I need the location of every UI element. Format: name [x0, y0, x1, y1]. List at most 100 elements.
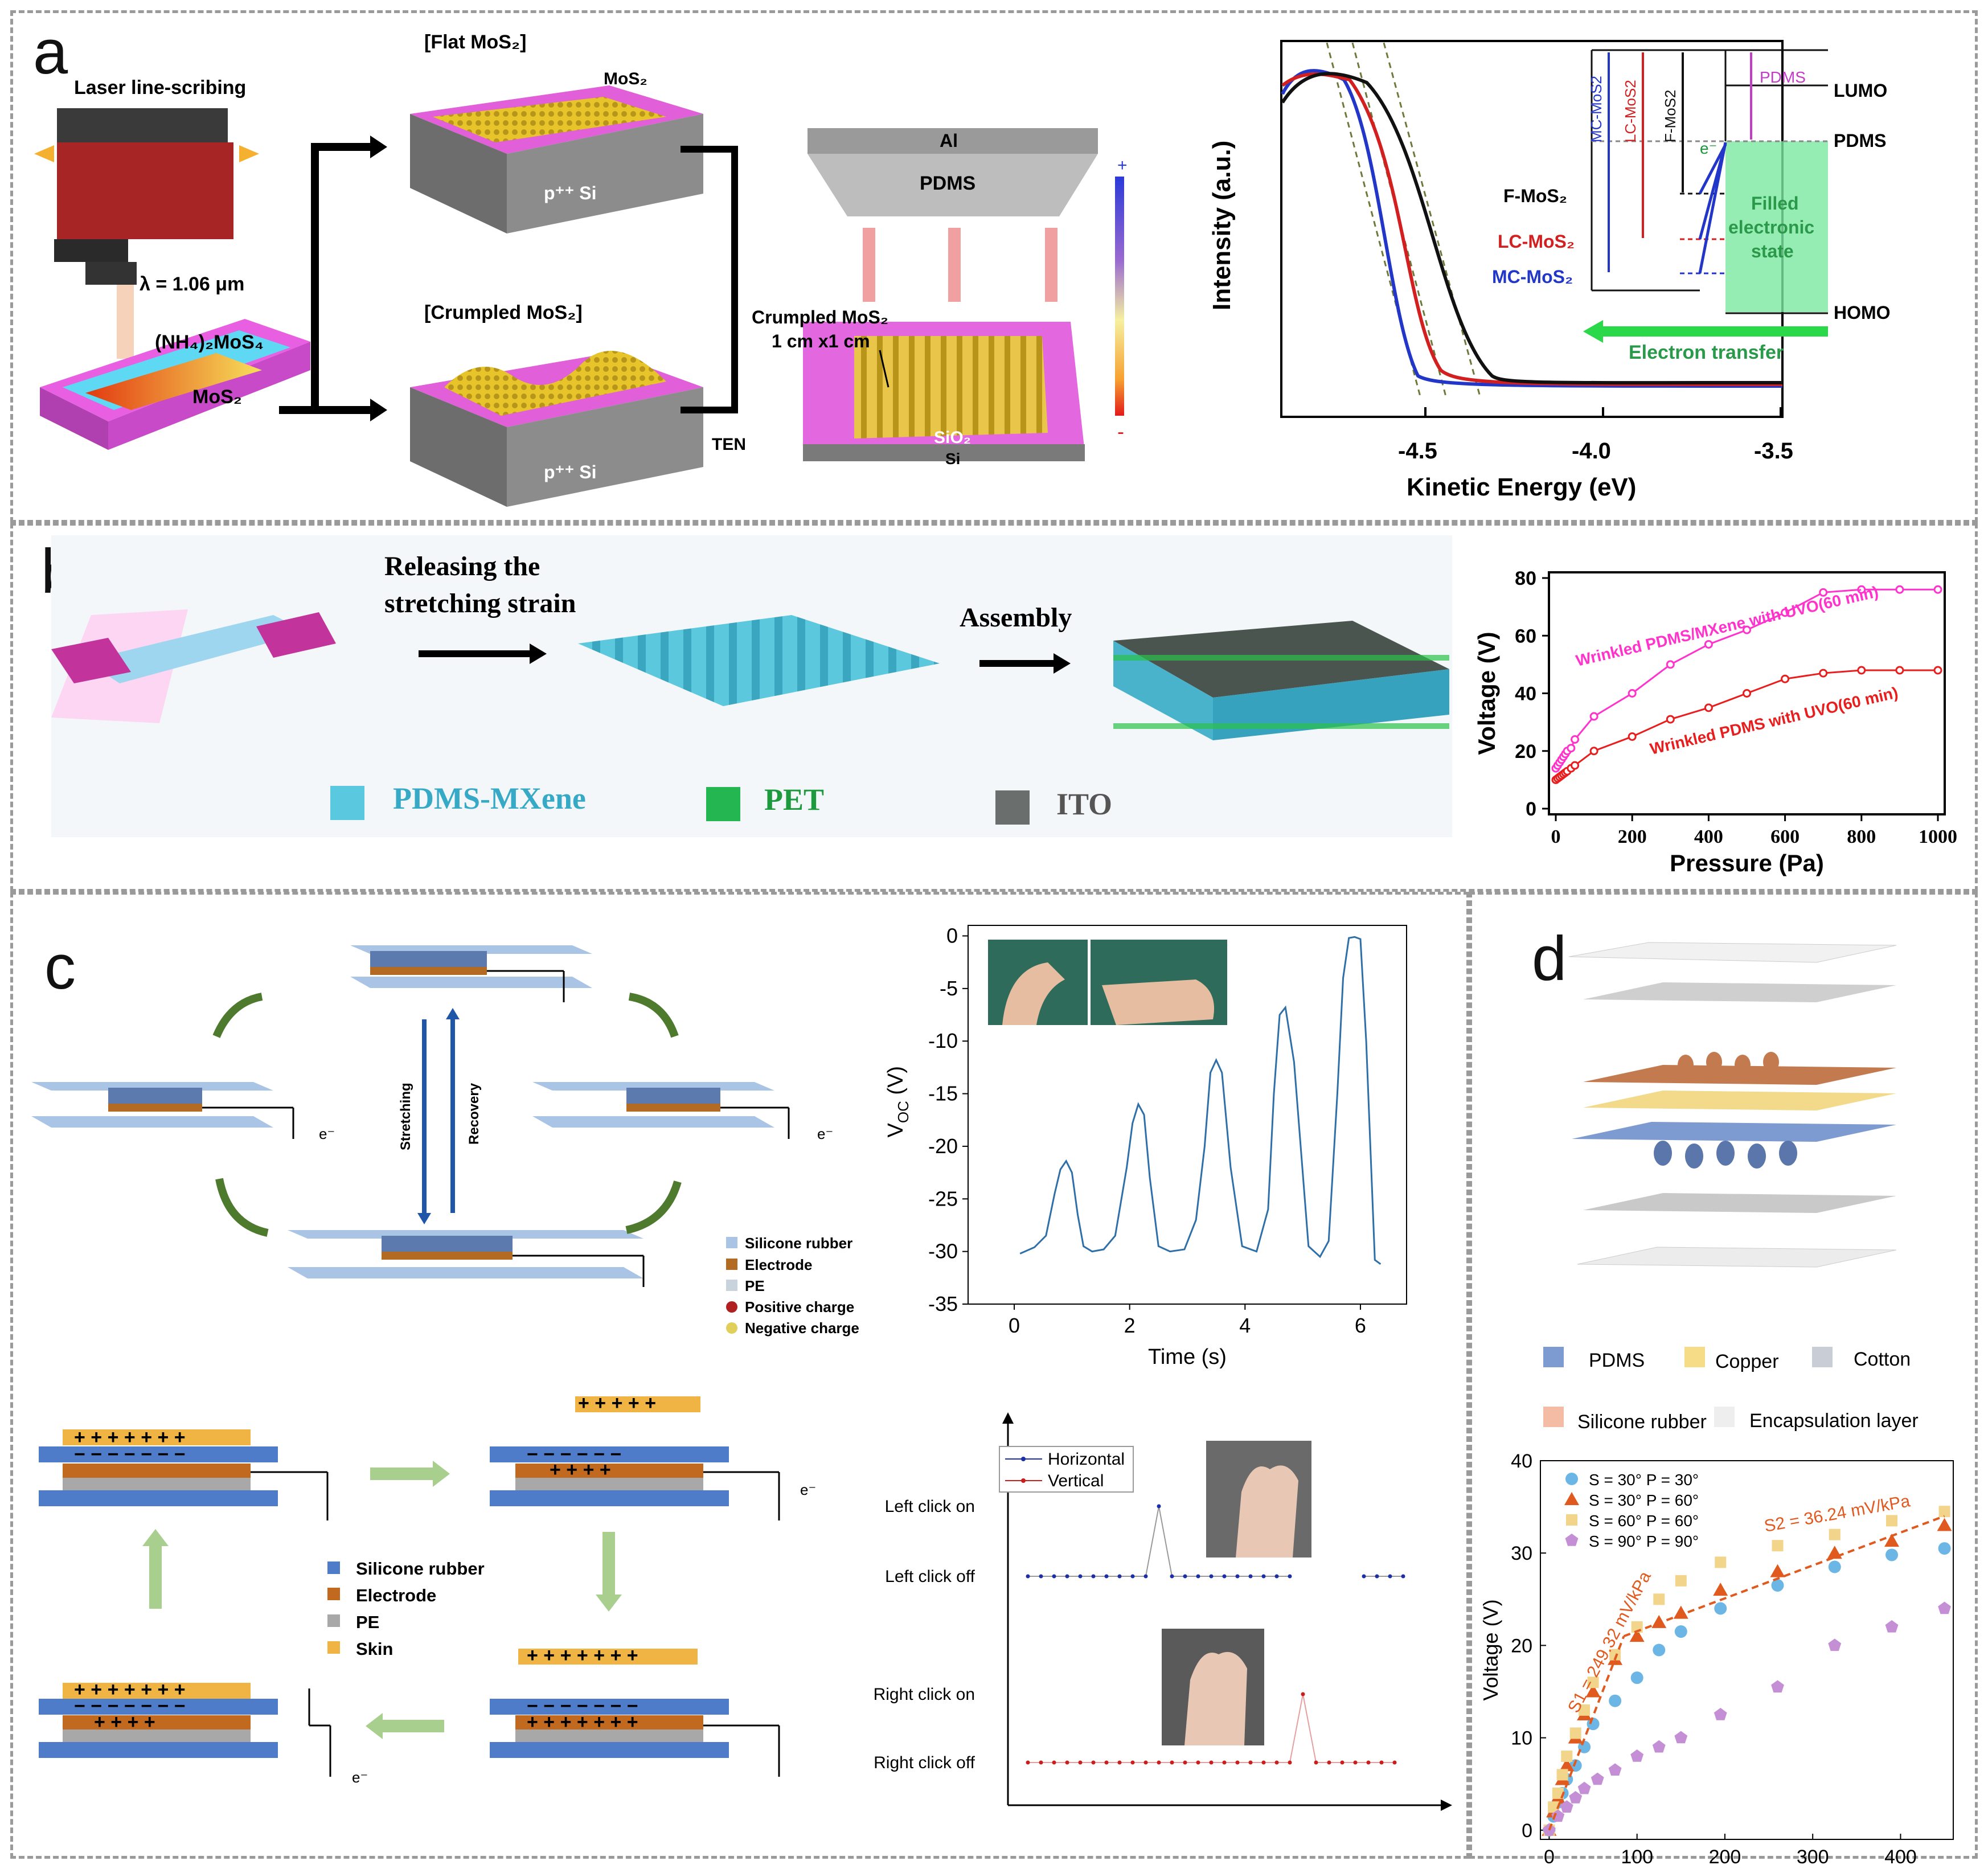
d-point-square: [1675, 1575, 1687, 1587]
legend-ito-swatch: [995, 790, 1030, 825]
sio2-label: SiO₂: [934, 428, 971, 447]
horizontal-point: [1091, 1574, 1096, 1579]
ten-label: TEN: [712, 435, 746, 454]
energy-diagram: MC-MoS2 LC-MoS2 F-MoS2 PDMS LUMO PDMS HO…: [1492, 49, 1891, 363]
vertical-point: [1078, 1760, 1083, 1765]
pdms-level-label: PDMS: [1834, 130, 1886, 151]
svg-text:− − − − − − −: − − − − − − −: [74, 1695, 186, 1717]
d-point-pentagon: [1577, 1781, 1591, 1794]
b-xtick-label: 1000: [1919, 826, 1957, 847]
horizontal-point: [1388, 1574, 1392, 1579]
d-chart-frame: [1540, 1460, 1954, 1840]
wrinkled-film: [578, 615, 940, 706]
arrow-left-icon: [34, 145, 54, 162]
panel-b-schematic: Releasing the stretching strain Assembly…: [51, 535, 1452, 837]
e-minus-label: e⁻: [1700, 140, 1717, 157]
horizontal-point: [1170, 1574, 1174, 1579]
vertical-point: [1052, 1760, 1056, 1765]
d-point-square: [1587, 1677, 1599, 1688]
b-series-label-1: Wrinkled PDMS/MXene with UVO(60 min): [1574, 583, 1880, 670]
d-point-triangle: [1585, 1684, 1601, 1698]
d-xtick-label: 100: [1621, 1846, 1653, 1868]
b-ytick-label: 20: [1515, 741, 1536, 763]
d-point-circle: [1609, 1694, 1622, 1707]
d-point-circle: [1885, 1548, 1899, 1561]
d-point-square: [1556, 1769, 1568, 1781]
d-point-square: [1715, 1556, 1727, 1568]
vertical-point: [1104, 1760, 1109, 1765]
d-xtick-label: 0: [1544, 1846, 1555, 1868]
click-row-label: Left click on: [885, 1497, 975, 1516]
d-point-circle: [1653, 1643, 1666, 1657]
mos2-label: MoS₂: [192, 386, 242, 408]
d-point-square: [1653, 1593, 1665, 1605]
legend-c2-silicone: Silicone rubber: [356, 1559, 485, 1579]
horizontal-point: [1143, 1574, 1148, 1579]
panel-a-ten-device: Al PDMS Crumpled MoS₂ 1 cm x1 cm SiO₂ Si…: [752, 128, 1128, 468]
click-legend-h: Horizontal: [1048, 1450, 1125, 1469]
b-xlabel: Pressure (Pa): [1670, 850, 1824, 876]
d-point-pentagon: [1652, 1740, 1666, 1753]
legend-c2-skin: Skin: [356, 1639, 393, 1659]
vertical-point: [1353, 1760, 1358, 1765]
green-arrow-left-icon: [366, 1713, 383, 1739]
vertical-point: [1170, 1760, 1174, 1765]
d-point-triangle: [1629, 1629, 1645, 1642]
click-legend-box: [999, 1446, 1134, 1493]
horizontal-point: [1078, 1574, 1083, 1579]
legend-d-pdms: PDMS: [1589, 1350, 1645, 1371]
svg-text:+ + + + + + +: + + + + + + +: [74, 1679, 186, 1700]
d-point-circle: [1938, 1542, 1951, 1555]
mc-mos2-label: MC-MoS₂: [1492, 267, 1573, 287]
vertical-point: [1235, 1760, 1240, 1765]
b-xtick-label: 800: [1847, 826, 1876, 847]
voc-ytick-label: -20: [928, 1134, 958, 1158]
al-label: Al: [940, 130, 958, 151]
green-arrow-down-icon: [596, 1595, 622, 1612]
lambda-label: λ = 1.06 μm: [140, 273, 244, 295]
electron-transfer-label: Electron transfer: [1629, 342, 1784, 363]
legend-ito: ITO: [1056, 787, 1112, 821]
vertical-point: [1026, 1760, 1030, 1765]
b-data-point: [1781, 674, 1790, 683]
device-left: e⁻: [31, 1082, 335, 1142]
b-xtick-label: 600: [1770, 826, 1800, 847]
svg-text:− − − − − − −: − − − − − − −: [527, 1695, 638, 1717]
svg-text:+ + + +: + + + +: [550, 1459, 611, 1481]
b-data-point: [1589, 747, 1598, 756]
panel-b-frame: [10, 523, 1978, 892]
electron-transfer-arrow: [1595, 326, 1828, 337]
vertical-point: [1117, 1760, 1122, 1765]
b-data-point: [1933, 585, 1942, 594]
horizontal-point: [1052, 1574, 1056, 1579]
svg-text:+ + + + + + +: + + + + + + +: [74, 1427, 186, 1448]
d-point-pentagon: [1828, 1638, 1842, 1651]
d-point-square: [1886, 1515, 1898, 1527]
psi-label: p⁺⁺ Si: [544, 183, 596, 203]
legend-pet-swatch: [706, 787, 740, 821]
horizontal-point: [1248, 1574, 1253, 1579]
e-minus-c1: e⁻: [319, 1125, 335, 1142]
horizontal-point: [1065, 1574, 1069, 1579]
b-data-point: [1628, 732, 1637, 741]
legend-c2-pe: PE: [356, 1612, 379, 1632]
b-xtick-label: 200: [1618, 826, 1647, 847]
hand-2: [1184, 1651, 1247, 1745]
b-data-point: [1704, 640, 1713, 649]
b-data-point: [1704, 703, 1713, 712]
b-ytick-label: 40: [1515, 683, 1536, 705]
voc-xlabel: Time (s): [1148, 1345, 1227, 1369]
ups-xlabel: Kinetic Energy (eV): [1407, 473, 1636, 501]
cycle-arrow-2-icon: [628, 993, 679, 1038]
horizontal-point: [1183, 1574, 1187, 1579]
legend-pet: PET: [764, 782, 824, 817]
click-legend-v-dot: [1021, 1478, 1026, 1483]
b-series-label-2: Wrinkled PDMS with UVO(60 min): [1648, 683, 1900, 758]
d-point-pentagon: [1885, 1620, 1899, 1633]
d-point-square: [1548, 1801, 1560, 1813]
green-arrow-right-icon: [433, 1461, 450, 1487]
b-ytick-label: 60: [1515, 625, 1536, 647]
d-point-square: [1772, 1540, 1784, 1552]
d-point-triangle: [1827, 1546, 1842, 1559]
